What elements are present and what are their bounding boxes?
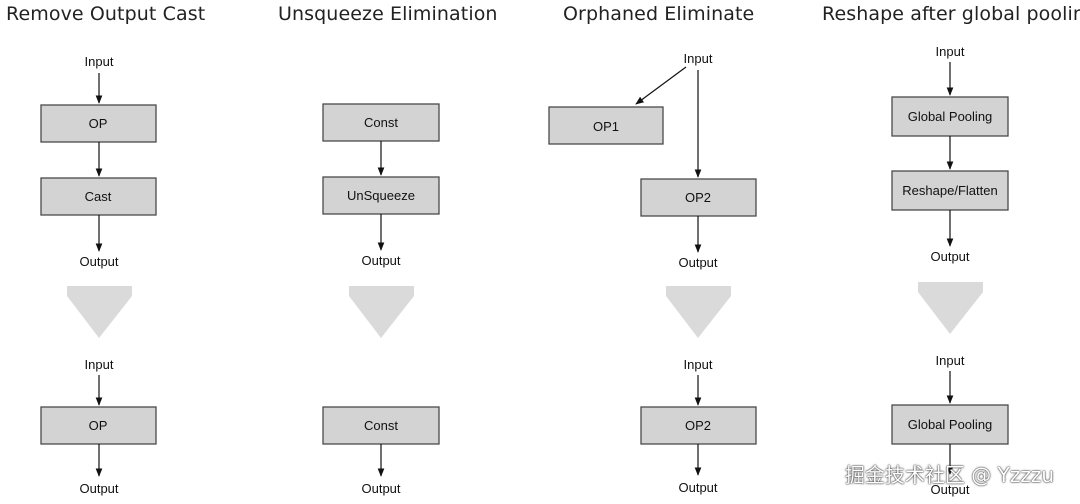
op2-node-label: OP2	[685, 190, 711, 205]
input-label: Input	[85, 54, 114, 69]
op2-node	[640, 406, 757, 445]
output-label: Output	[79, 481, 118, 496]
panel-title-orphaned-eliminate: Orphaned Eliminate	[563, 3, 755, 25]
op2-node-label: OP2	[685, 418, 711, 433]
output-label: Output	[678, 255, 717, 270]
op-node-label: OP	[89, 116, 108, 131]
op-node-label: OP	[89, 418, 108, 433]
input-label: Input	[684, 357, 713, 372]
const-node-label: Const	[364, 418, 398, 433]
unsqueeze-node	[322, 176, 440, 215]
global-pooling-node	[891, 96, 1009, 137]
panel-reshape-global-pooling: Input Global Pooling Reshape/Flatten Out…	[891, 44, 1009, 497]
const-node	[322, 406, 440, 445]
op1-node	[548, 106, 664, 145]
unsqueeze-node-label: UnSqueeze	[347, 188, 415, 203]
op-node	[40, 104, 157, 143]
cast-node-label: Cast	[85, 189, 112, 204]
transform-arrow	[666, 286, 731, 338]
output-label: Output	[678, 480, 717, 495]
output-label: Output	[361, 481, 400, 496]
panel-orphaned-eliminate: Input OP1 OP2 Output Input OP2 Output	[548, 51, 757, 495]
panel-remove-output-cast: Input OP Cast Output Input OP Output	[40, 54, 157, 496]
reshape-flatten-node-label: Reshape/Flatten	[902, 183, 997, 198]
panel-title-reshape-global-pooling: Reshape after global pooling	[822, 3, 1080, 25]
op1-node-label: OP1	[593, 119, 619, 134]
output-label: Output	[361, 253, 400, 268]
input-label: Input	[936, 44, 965, 59]
global-pooling-node-label: Global Pooling	[908, 417, 993, 432]
op-node	[40, 406, 157, 445]
transform-arrow	[349, 286, 414, 338]
edge	[635, 66, 687, 105]
global-pooling-node-label: Global Pooling	[908, 109, 993, 124]
input-label: Input	[684, 51, 713, 66]
output-label: Output	[930, 249, 969, 264]
const-node-label: Const	[364, 115, 398, 130]
panel-unsqueeze-elimination: Const UnSqueeze Output Const Output	[322, 103, 440, 496]
cast-node	[40, 177, 157, 216]
watermark: 掘金技术社区 @ Yzzzu	[844, 463, 1054, 487]
output-label: Output	[930, 482, 969, 497]
transform-arrow	[67, 286, 132, 338]
input-label: Input	[85, 357, 114, 372]
output-label: Output	[79, 254, 118, 269]
op2-node	[640, 178, 757, 217]
transform-arrow	[918, 282, 983, 334]
panel-title-unsqueeze-elimination: Unsqueeze Elimination	[278, 3, 498, 25]
input-label: Input	[936, 353, 965, 368]
panel-title-remove-output-cast: Remove Output Cast	[6, 3, 206, 25]
